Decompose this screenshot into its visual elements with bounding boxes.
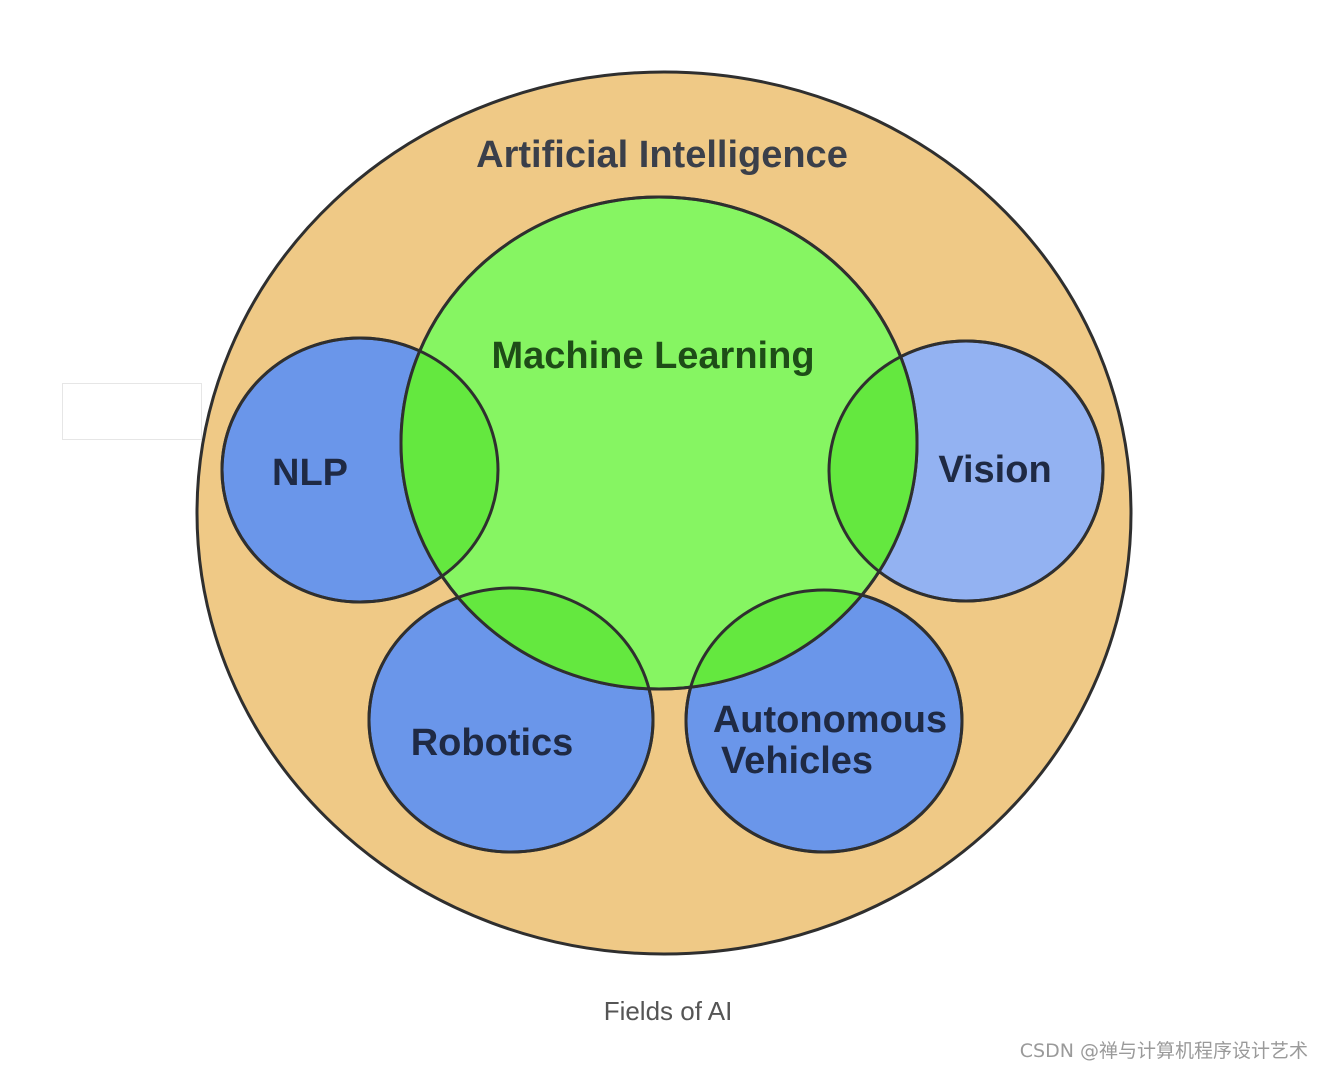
machine-learning-label: Machine Learning [491,335,814,377]
autonomous-vehicles-label-line1: Autonomous [713,699,947,741]
figure-caption: Fields of AI [603,996,733,1026]
nlp-ml-overlap [401,338,498,602]
machine-learning-outline [399,195,919,691]
vision-outline [827,339,1105,603]
nlp-outline [220,336,500,604]
watermark-text: CSDN @禅与计算机程序设计艺术 [1019,1040,1308,1062]
vision-label: Vision [938,449,1051,491]
ai-label: Artificial Intelligence [476,134,848,176]
autonomous-vehicles-label-line2: Vehicles [721,740,873,782]
empty-placeholder-box [62,383,202,440]
robotics-outline [367,586,655,854]
ai-fields-venn-diagram: Artificial Intelligence Machine Learning… [195,70,1133,956]
nlp-label: NLP [272,452,348,494]
autonomous-vehicles-outline [684,588,964,854]
circle-outlines [220,195,1105,854]
robotics-label: Robotics [411,722,574,764]
